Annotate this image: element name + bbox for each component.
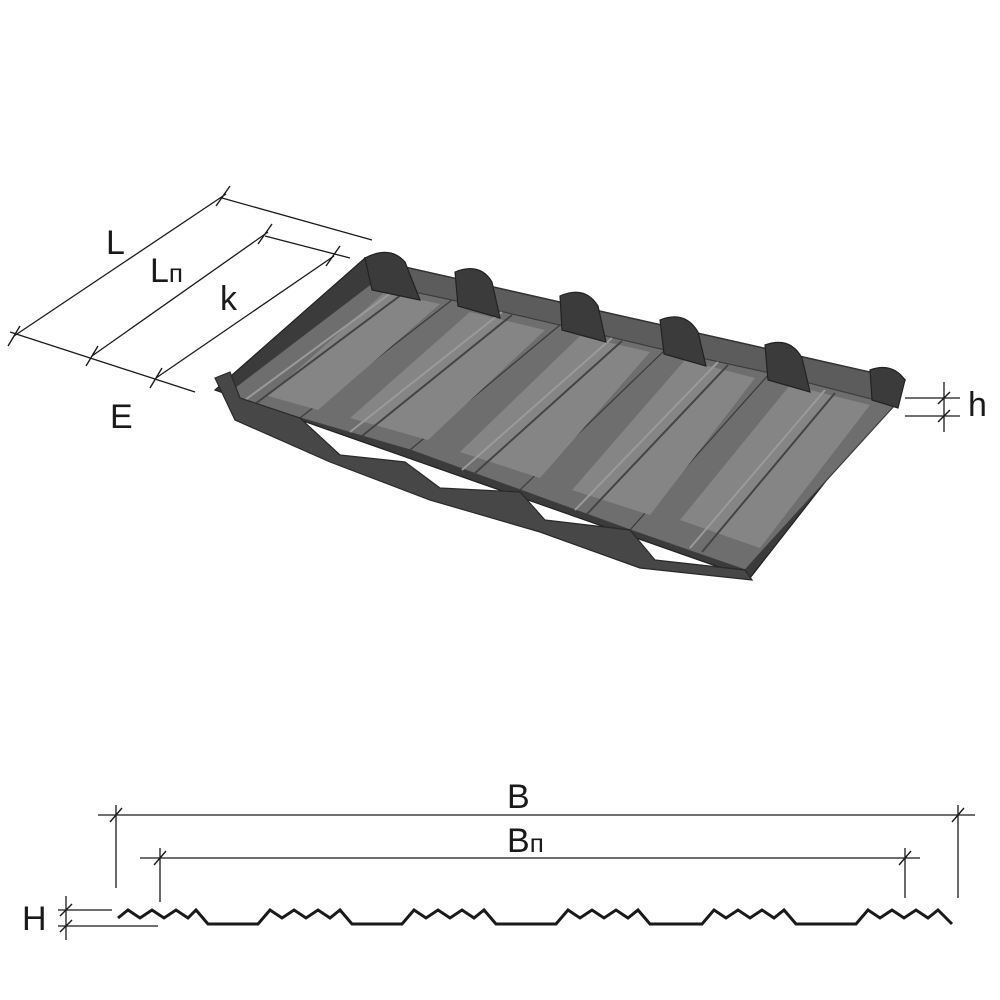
label-B: B [507, 778, 530, 816]
dimension-line-k [155, 255, 335, 379]
label-E: E [110, 398, 133, 436]
cross-section-profile [117, 907, 954, 926]
extension-line-top [221, 197, 373, 241]
tile-ridge-bumps [364, 251, 906, 409]
dimension-line-Lp [91, 231, 269, 357]
label-Bp: Bп [507, 822, 544, 860]
length-dimensions: L Lп k E [7, 185, 373, 436]
label-k: k [220, 280, 238, 318]
label-h: h [968, 386, 987, 424]
label-H: H [22, 900, 47, 938]
label-L: L [106, 224, 125, 262]
profile-line [117, 907, 954, 926]
tile-ribs [244, 289, 836, 553]
metal-tile-sheet [213, 251, 907, 581]
extension-line-lp-top [264, 235, 351, 259]
tile-front-edge [214, 371, 754, 581]
width-dimensions: B Bп H [22, 778, 975, 940]
dimension-line-L [13, 193, 227, 337]
tile-panels [223, 282, 897, 571]
label-Lp: Lп [150, 252, 183, 290]
extension-line-front [9, 331, 196, 393]
step-height-dimension: h [905, 382, 987, 432]
